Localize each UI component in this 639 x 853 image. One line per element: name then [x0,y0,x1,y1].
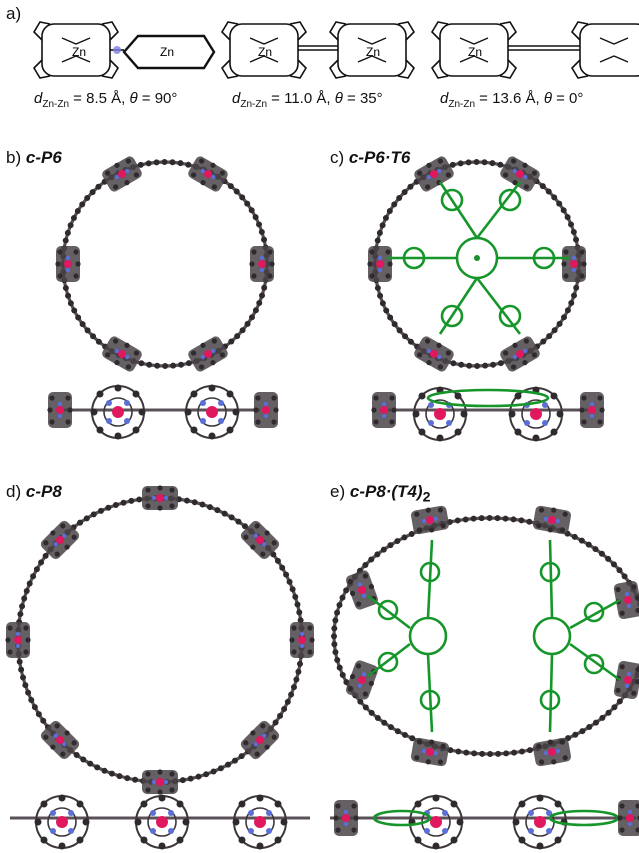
zn-label: Zn [468,45,482,59]
c-p8-ring [5,485,315,795]
panel-label-d: d) c-P8 [6,482,62,501]
zn-label: Zn [258,45,272,59]
c-p6-t6-side-view [371,385,605,443]
panel-label-c: c) c-P6·T6 [330,148,411,167]
dimer-caption-3: dZn-Zn = 13.6 Å, θ = 0° [440,90,584,110]
dimer-drawing-3: Zn [431,21,639,79]
zn-label: Zn [160,45,174,59]
c-p8-side-view [10,793,310,851]
panel-label-e: e) c-P8·(T4)2 [330,482,431,506]
c-p8-t4-ring [331,504,639,768]
c-p6-t6-ring [367,154,587,374]
dimer-caption-2: dZn-Zn = 11.0 Å, θ = 35° [232,90,383,110]
zn-label: Zn [72,45,86,59]
c-p6-ring [55,154,275,374]
dimer-caption-1: dZn-Zn = 8.5 Å, θ = 90° [34,90,178,110]
t4-template-right [532,539,621,733]
dimer-drawing-2: Zn Zn [221,21,415,79]
panel-label-a: a) [6,4,22,23]
panel-label-b: b) c-P6 [6,148,62,167]
zn-label: Zn [366,45,380,59]
t6-template [388,181,570,335]
t4-template-left [367,539,448,733]
dimer-drawing-1: Zn Zn [33,21,216,79]
c-p8-t4-side-view [330,793,639,851]
c-p6-side-view [47,383,279,441]
